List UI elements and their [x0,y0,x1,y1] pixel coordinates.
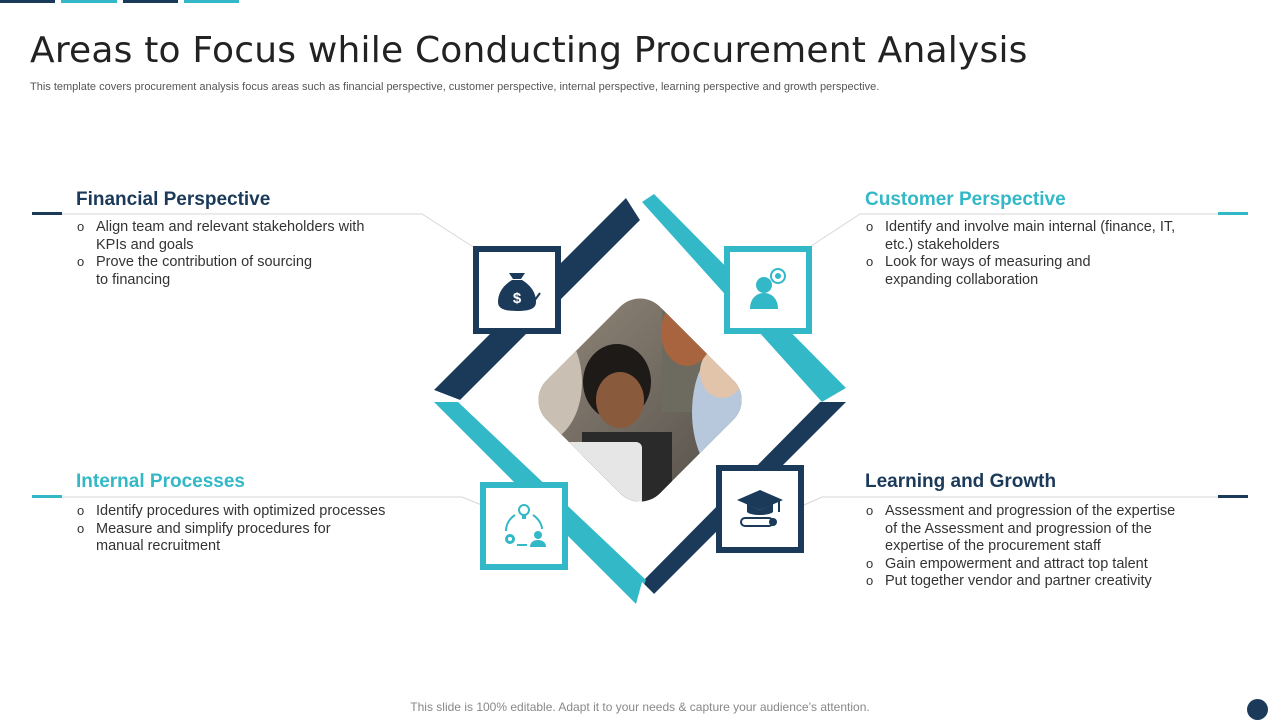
customer-icon [750,268,786,309]
list-item: Look for ways of measuring and expanding… [865,253,1110,289]
team-photo [526,286,754,514]
page-subtitle: This template covers procurement analysi… [30,81,880,93]
learning-dash [1218,495,1248,498]
financial-bullets: Align team and relevant stakeholders wit… [76,218,386,289]
list-item: Align team and relevant stakeholders wit… [76,218,386,254]
customer-title: Customer Perspective [865,189,1066,210]
top-bar-2 [61,0,117,3]
top-bar-4 [184,0,239,3]
page-title: Areas to Focus while Conducting Procurem… [30,30,1028,71]
footer-note: This slide is 100% editable. Adapt it to… [410,700,870,714]
svg-text:$: $ [513,290,522,307]
graduation-icon [737,490,783,527]
learning-bullets: Assessment and progression of the expert… [865,502,1200,591]
list-item: Gain empowerment and attract top talent [865,555,1200,574]
learning-icon-box [716,465,804,553]
list-item: Assessment and progression of the expert… [865,502,1190,556]
top-bar-1 [0,0,55,3]
learning-title: Learning and Growth [865,471,1057,492]
top-bar-3 [123,0,178,3]
internal-icon-box [480,482,568,570]
financial-dash [32,212,62,215]
list-item: Prove the contribution of sourcing to fi… [76,253,326,289]
internal-title: Internal Processes [76,471,245,492]
process-cycle-icon [505,504,546,547]
internal-bullets: Identify procedures with optimized proce… [76,502,406,556]
list-item: Identify and involve main internal (fina… [865,218,1190,254]
corner-dot [1247,699,1268,720]
customer-bullets: Identify and involve main internal (fina… [865,218,1195,289]
list-item: Measure and simplify procedures for manu… [76,520,346,556]
customer-dash [1218,212,1248,215]
list-item: Identify procedures with optimized proce… [76,502,406,521]
financial-title: Financial Perspective [76,189,271,210]
customer-icon-box [724,246,812,334]
financial-icon-box: $ [473,246,561,334]
list-item: Put together vendor and partner creativi… [865,572,1200,591]
money-bag-icon: $ [498,273,541,311]
internal-dash [32,495,62,498]
